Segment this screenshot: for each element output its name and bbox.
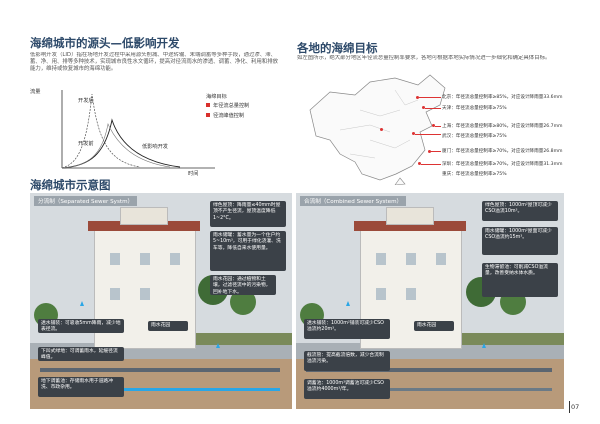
map-callout-1: 北京：年径流总量控制率≥85%，对应设计降雨量33.6mm: [442, 95, 563, 100]
tag-left: 雨水花园: [148, 321, 188, 331]
legend-item-2: 径流峰值控制: [213, 113, 245, 119]
section-title-targets: 各地的海绵目标: [297, 41, 378, 55]
map-callout-6: 深圳：年径流总量控制率≥70%，对应设计降雨量31.3mm: [442, 162, 563, 167]
city-dot-chongqing: [380, 128, 383, 131]
panel-header-separated: 分流制（Separated Sewer Systm）: [34, 196, 138, 206]
bubble-right-1: 绿色屋顶：1000m²屋顶可减少CSO溢流10m³。: [482, 201, 558, 221]
section-title-diagram: 海绵城市示意图: [30, 178, 111, 192]
bubble-left-2: 雨水储罐：蓄水量为一个住户约5~10m³，可用于绿化浇灌、洗车等，降低自来水使用…: [210, 231, 286, 271]
city-dot-tianjin: [422, 106, 425, 109]
targets-paragraph: 如左图所示，绝大部分地区年径流总量控制率要求，各地可根据本地实际情况进一步细化和…: [297, 55, 551, 61]
curve-post-development: [61, 93, 141, 169]
curve-low-impact: [61, 123, 171, 169]
city-dot-xiamen: [428, 150, 431, 153]
bubble-right-6: 调蓄池：1000m³调蓄池可减少CSO溢流约4000m³/年。: [304, 379, 390, 399]
legend-title: 海绵目标: [206, 94, 227, 100]
city-dot-shanghai: [432, 124, 435, 127]
map-callout-7: 重庆：年径流总量控制率≥75%: [442, 172, 507, 177]
legend-swatch-1: [206, 103, 210, 107]
bubble-left-5: 下凹式绿地：可调蓄雨水，延缓径流峰值。: [38, 347, 124, 361]
bubble-left-4: 透水铺装：可吸收5mm降雨，减少地表径流。: [38, 319, 124, 333]
hydrograph-chart: [61, 90, 215, 169]
map-callout-2: 天津：年径流总量控制率≥75%: [442, 106, 507, 111]
hydrograph-y-label: 流量: [30, 89, 41, 95]
legend-swatch-2: [206, 113, 210, 117]
city-dot-wuhan: [412, 132, 415, 135]
tag-right: 雨水花园: [414, 321, 454, 331]
legend-item-1: 年径流总量控制: [213, 103, 250, 109]
bubble-left-6: 地下调蓄池：存储雨水用于道路冲洗、市政杂用。: [38, 377, 124, 397]
panel-combined-sewer: 合流制（Combined Sewer System） 绿色屋顶：1000m²屋顶…: [296, 193, 564, 409]
panel-separated-sewer: 分流制（Separated Sewer Systm） 绿色屋顶：降雨量≤40mm…: [30, 193, 292, 409]
section-title-low-impact: 海绵城市的源头—低影响开发: [30, 36, 180, 50]
bubble-right-4: 透水铺装：1000m²铺装可减少CSO溢流约20m³。: [304, 319, 390, 339]
hydrograph-x-label: 时间: [188, 171, 199, 177]
curve-label-lid: 低影响开发: [142, 144, 168, 150]
bubble-right-3: 生物滞留池：可削减CSO溢流量，改善受纳水体水质。: [482, 263, 558, 297]
bubble-left-1: 绿色屋顶：降雨量≤40mm时屋顶不产生径流，屋顶温度降低1~2°C。: [210, 201, 286, 227]
city-dot-beijing: [416, 96, 419, 99]
page-number: 07: [571, 403, 580, 411]
panel-header-combined: 合流制（Combined Sewer System）: [300, 196, 407, 206]
map-callout-4: 武汉：年径流总量控制率≥75%: [442, 134, 507, 139]
city-dot-shenzhen: [418, 162, 421, 165]
page-number-divider: [569, 401, 570, 413]
china-map: [309, 74, 446, 185]
bubble-right-5: 截流管：提高截流倍数，减少合流制溢流污染。: [304, 351, 390, 371]
curve-label-pre: 开发前: [78, 141, 94, 147]
map-callout-3: 上海：年径流总量控制率≥80%，对应设计降雨量26.7mm: [442, 124, 563, 129]
bubble-right-2: 雨水储罐：1000m²屋面可减少CSO溢流约15m³。: [482, 227, 558, 255]
curve-label-post: 开发后: [78, 98, 94, 104]
bubble-left-3: 雨水花园：通过植物和土壤，过滤径流中的污染物，回补地下水。: [210, 275, 276, 295]
low-impact-paragraph: 低影响开发（LID）指在场地开发过程中采用源头削减、中途转输、末端调蓄等多种手段…: [30, 52, 278, 72]
map-callout-5: 厦门：年径流总量控制率≥70%，对应设计降雨量26.8mm: [442, 149, 563, 154]
